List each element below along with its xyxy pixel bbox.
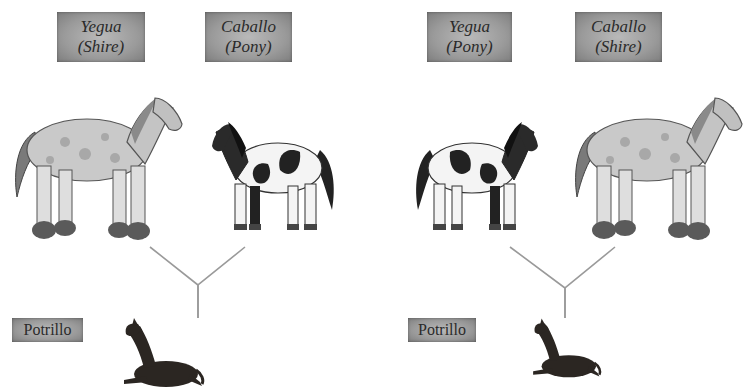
horse-group: Yegua (Shire) [5,12,182,247]
label-box: Yegua (Shire) [57,12,145,62]
label-box: Yegua (Pony) [427,12,512,62]
horse-group: Caballo (Shire) [565,12,742,247]
horse-group: Yegua (Pony) [410,12,540,247]
parentage-line [150,247,198,318]
label-box: Potrillo [12,318,83,342]
label-box: Caballo (Pony) [205,12,292,62]
label-box: Caballo (Shire) [575,12,662,62]
parentage-line [510,247,565,318]
label-box: Potrillo [408,318,476,342]
parentage-line [565,247,615,318]
parentage-line [198,247,245,318]
horse-group: Potrillo [12,318,205,386]
horse-group: Caballo (Pony) [205,12,340,247]
horse-group: Potrillo [408,318,600,386]
